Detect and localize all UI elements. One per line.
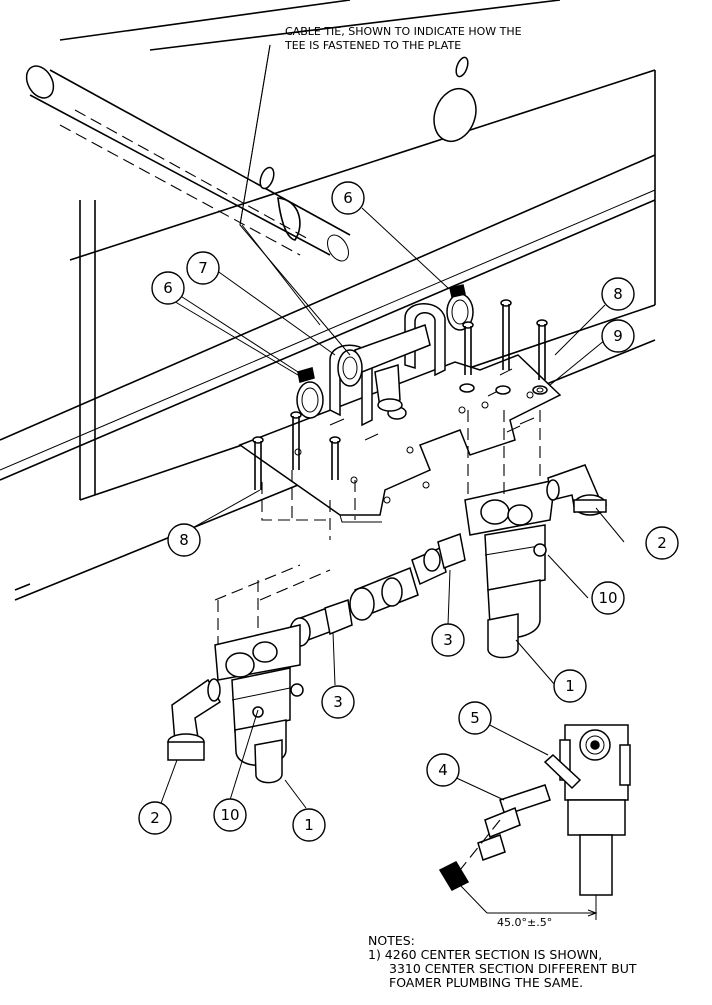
balloon-item: 5 xyxy=(458,701,492,735)
washer xyxy=(495,385,511,395)
bolt xyxy=(500,299,512,370)
balloon-item: 3 xyxy=(321,685,355,719)
balloon-number: 9 xyxy=(613,327,623,345)
balloon-number: 10 xyxy=(598,589,617,607)
callout-line-2: TEE IS FASTENED TO THE PLATE xyxy=(284,39,461,52)
notes-line-3: FOAMER PLUMBING THE SAME. xyxy=(389,975,583,990)
item-balloons: 6 7 6 8 9 8 2 10 3 1 3 5 4 2 10 1 xyxy=(138,181,679,842)
bolt xyxy=(536,319,548,380)
balloon-item: 4 xyxy=(426,753,460,787)
notes-block: NOTES: 1) 4260 CENTER SECTION IS SHOWN, … xyxy=(368,933,637,990)
balloon-item: 10 xyxy=(213,798,247,832)
right-elbow xyxy=(546,464,607,516)
bolt xyxy=(252,436,264,490)
leader-lines xyxy=(159,44,625,809)
notes-line-2: 3310 CENTER SECTION DIFFERENT BUT xyxy=(389,961,637,976)
balloon-item: 6 xyxy=(331,181,365,215)
inline-fittings xyxy=(214,532,466,647)
cable-tie-callout: CABLE TIE, SHOWN TO INDICATE HOW THE TEE… xyxy=(284,25,522,52)
balloon-item: 3 xyxy=(431,623,465,657)
balloon-number: 4 xyxy=(438,761,448,779)
balloon-number: 2 xyxy=(657,534,667,552)
notes-heading: NOTES: xyxy=(368,933,415,948)
bolt xyxy=(462,321,474,375)
balloon-item: 6 xyxy=(151,271,185,305)
callout-line-1: CABLE TIE, SHOWN TO INDICATE HOW THE xyxy=(285,25,522,38)
angle-dimension: 45.0°±.5° xyxy=(497,916,552,929)
tee-assembly xyxy=(296,284,474,427)
bolts xyxy=(252,299,548,490)
balloon-number: 1 xyxy=(565,677,575,695)
washer xyxy=(532,385,548,395)
balloon-number: 1 xyxy=(304,816,314,834)
balloon-number: 8 xyxy=(179,531,189,549)
balloon-number: 7 xyxy=(198,259,208,277)
frame-structure xyxy=(0,0,656,601)
balloon-number: 2 xyxy=(150,809,160,827)
balloon-item: 2 xyxy=(645,526,679,560)
balloon-number: 5 xyxy=(470,709,480,727)
balloon-item: 1 xyxy=(553,669,587,703)
balloon-item: 1 xyxy=(292,808,326,842)
washer xyxy=(459,383,475,393)
balloon-number: 3 xyxy=(443,631,453,649)
balloon-item: 9 xyxy=(601,319,635,353)
notes-line-1: 1) 4260 CENTER SECTION IS SHOWN, xyxy=(368,947,602,962)
balloon-number: 8 xyxy=(613,285,623,303)
balloon-item: 7 xyxy=(186,251,220,285)
left-filter-housing xyxy=(214,580,304,784)
balloon-item: 2 xyxy=(138,801,172,835)
bolt xyxy=(329,436,341,480)
balloon-item: 8 xyxy=(601,277,635,311)
right-filter-housing xyxy=(464,410,556,659)
balloon-number: 10 xyxy=(220,806,239,824)
detail-view xyxy=(438,724,631,920)
mounting-plate xyxy=(238,354,562,540)
balloon-number: 6 xyxy=(163,279,173,297)
balloon-number: 3 xyxy=(333,693,343,711)
balloon-number: 6 xyxy=(343,189,353,207)
bolt xyxy=(290,411,302,470)
left-elbow xyxy=(167,678,221,761)
balloon-item: 8 xyxy=(167,523,201,557)
balloon-item: 10 xyxy=(591,581,625,615)
